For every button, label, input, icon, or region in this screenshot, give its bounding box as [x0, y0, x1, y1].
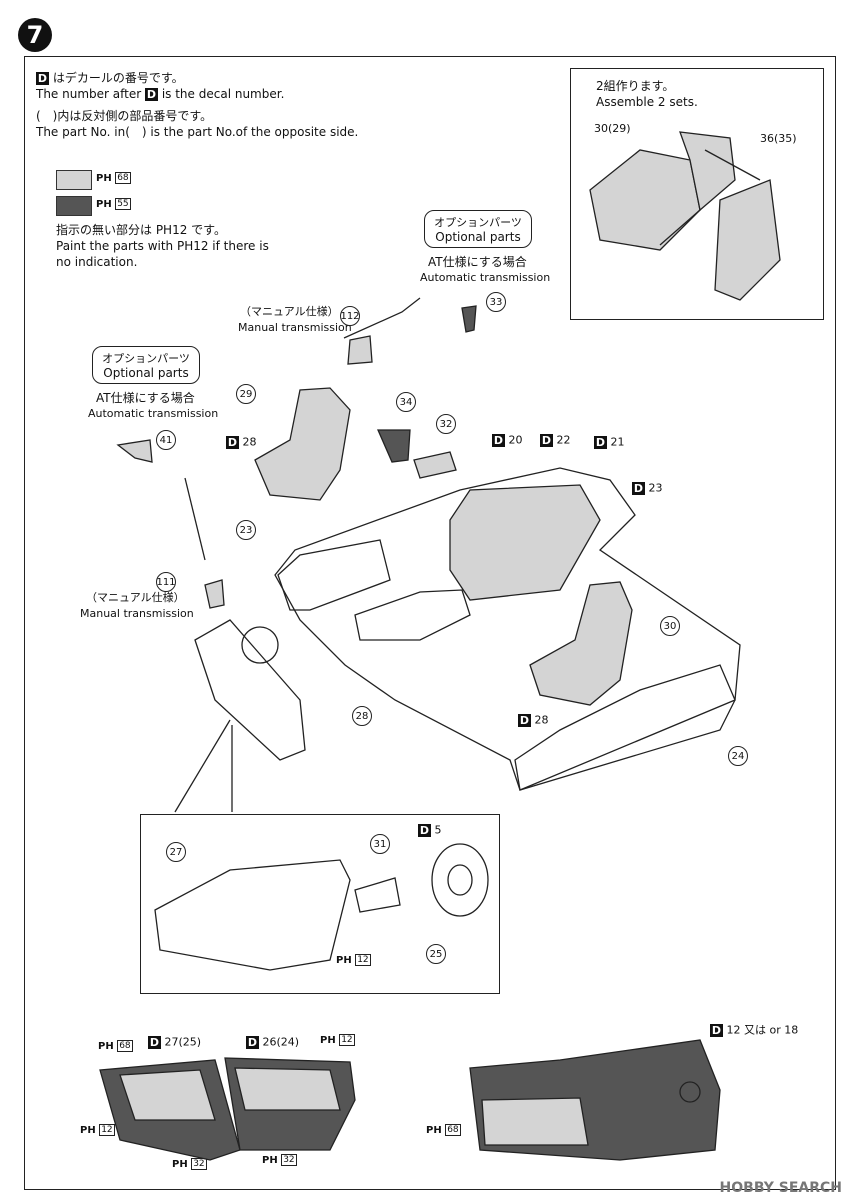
decal-22: D 22: [540, 433, 571, 447]
paint-ph32-b: PH 32: [262, 1154, 297, 1166]
callout-part-33: 33: [486, 292, 506, 312]
at-cond-en-right: Automatic transmission: [420, 271, 551, 284]
at-cond-jp-left: AT仕様にする場合: [96, 391, 195, 405]
optional-parts-badge-left: オプションパーツ Optional parts: [92, 346, 200, 384]
indication-en-1: Paint the parts with PH12 if there is: [56, 239, 269, 253]
indication-en-2: no indication.: [56, 255, 138, 269]
callout-part-41: 41: [156, 430, 176, 450]
paint-ph12-left-door: PH 12: [80, 1124, 115, 1136]
assemble-box: [570, 68, 824, 320]
assemble-en: Assemble 2 sets.: [596, 95, 698, 109]
decal-legend-jp: D はデカールの番号です。: [36, 71, 184, 85]
callout-part-36: 36(35): [760, 132, 797, 145]
callout-part-27: 27: [166, 842, 186, 862]
callout-part-28: 28: [352, 706, 372, 726]
callout-part-30: 30(29): [594, 122, 631, 135]
decal-28-front: D 28: [518, 713, 549, 727]
manual-top-jp: （マニュアル仕様）: [240, 305, 339, 318]
paint-label-dark: PH 55: [96, 198, 131, 210]
indication-jp: 指示の無い部分は PH12 です。: [56, 223, 226, 237]
callout-part-32: 32: [436, 414, 456, 434]
at-cond-en-left: Automatic transmission: [88, 407, 219, 420]
decal-23: D 23: [632, 481, 663, 495]
decal-27-25: D 27(25): [148, 1035, 202, 1049]
decal-marker-icon: D: [36, 72, 49, 85]
at-cond-jp-right: AT仕様にする場合: [428, 255, 527, 269]
callout-part-30-main: 30: [660, 616, 680, 636]
dashboard-detail-box: [140, 814, 500, 994]
callout-part-29: 29: [236, 384, 256, 404]
optional-parts-badge-right: オプションパーツ Optional parts: [424, 210, 532, 248]
manual-top-en: Manual transmission: [238, 321, 352, 334]
decal-21: D 21: [594, 435, 625, 449]
decal-legend-en: The number after D is the decal number.: [36, 87, 285, 101]
paint-ph68-dash: PH 68: [426, 1124, 461, 1136]
decal-26-24: D 26(24): [246, 1035, 300, 1049]
instruction-frame: [24, 56, 836, 1190]
paint-ph32-a: PH 32: [172, 1158, 207, 1170]
decal-12-or-18: D 12 又は or 18: [710, 1023, 799, 1037]
paint-ph12-right-door: PH 12: [320, 1034, 355, 1046]
callout-part-23: 23: [236, 520, 256, 540]
paint-swatch-light: [56, 170, 92, 190]
manual-left-en: Manual transmission: [80, 607, 194, 620]
paint-ph68-door: PH 68: [98, 1040, 133, 1052]
opposite-legend-en: The part No. in( ) is the part No.of the…: [36, 125, 359, 139]
opposite-legend-jp: ( )内は反対側の部品番号です。: [36, 109, 213, 123]
decal-28-seat: D 28: [226, 435, 257, 449]
watermark: HOBBY SEARCH: [719, 1180, 842, 1196]
paint-swatch-dark: [56, 196, 92, 216]
step-number-badge: 7: [18, 18, 52, 52]
callout-part-24: 24: [728, 746, 748, 766]
callout-part-34: 34: [396, 392, 416, 412]
callout-part-31: 31: [370, 834, 390, 854]
callout-part-25: 25: [426, 944, 446, 964]
decal-5: D 5: [418, 823, 442, 837]
assemble-jp: 2組作ります。: [596, 79, 675, 93]
callout-part-111: 111: [156, 572, 176, 592]
decal-20: D 20: [492, 433, 523, 447]
paint-ph12-dash: PH 12: [336, 954, 371, 966]
callout-part-112: 112: [340, 306, 360, 326]
paint-label-light: PH 68: [96, 172, 131, 184]
manual-left-jp: （マニュアル仕様）: [86, 591, 185, 604]
decal-marker-icon: D: [145, 88, 158, 101]
